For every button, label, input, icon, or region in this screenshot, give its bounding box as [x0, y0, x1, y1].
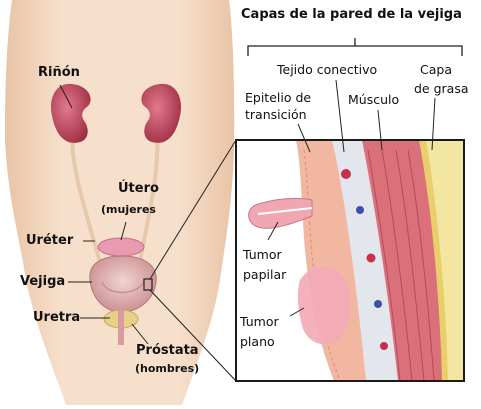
label-papillary-tumor-2: papilar [243, 267, 287, 282]
bladder [89, 255, 157, 313]
label-epithelium-2: transición [245, 107, 307, 122]
label-epithelium-1: Epitelio de [245, 90, 312, 105]
zoom-marker [143, 278, 153, 291]
urethra [118, 310, 124, 345]
kidney-left [50, 83, 91, 143]
label-fat-layer-2: de grasa [414, 81, 469, 96]
label-bladder: Vejiga [20, 274, 66, 289]
zoom-frame [235, 139, 465, 382]
label-muscle: Músculo [348, 92, 400, 107]
label-flat-tumor-1: Tumor [240, 314, 279, 329]
label-prostate: Próstata [136, 343, 199, 358]
flat-tumor [297, 266, 351, 345]
papillary-tumor [248, 197, 313, 229]
label-urethra: Uretra [33, 310, 81, 325]
label-papillary-tumor-1: Tumor [243, 247, 282, 262]
label-fat-layer-1: Capa [420, 62, 452, 77]
label-connective-tissue: Tejido conectivo [277, 62, 378, 77]
label-uterus-note: (mujeres [101, 203, 156, 216]
label-prostate-note: (hombres) [135, 362, 200, 375]
label-flat-tumor-2: plano [240, 334, 275, 349]
title-bracket [247, 38, 463, 56]
zoom-connector-bottom [149, 289, 237, 382]
kidney-right [141, 83, 182, 143]
label-ureter: Uréter [26, 233, 74, 248]
label-kidney: Riñón [38, 65, 80, 80]
zoom-connector-top [149, 139, 237, 280]
label-uterus: Útero [118, 181, 159, 196]
uterus [97, 237, 145, 257]
bladder-wall-section [236, 140, 464, 381]
diagram-title: Capas de la pared de la vejiga [241, 7, 462, 22]
